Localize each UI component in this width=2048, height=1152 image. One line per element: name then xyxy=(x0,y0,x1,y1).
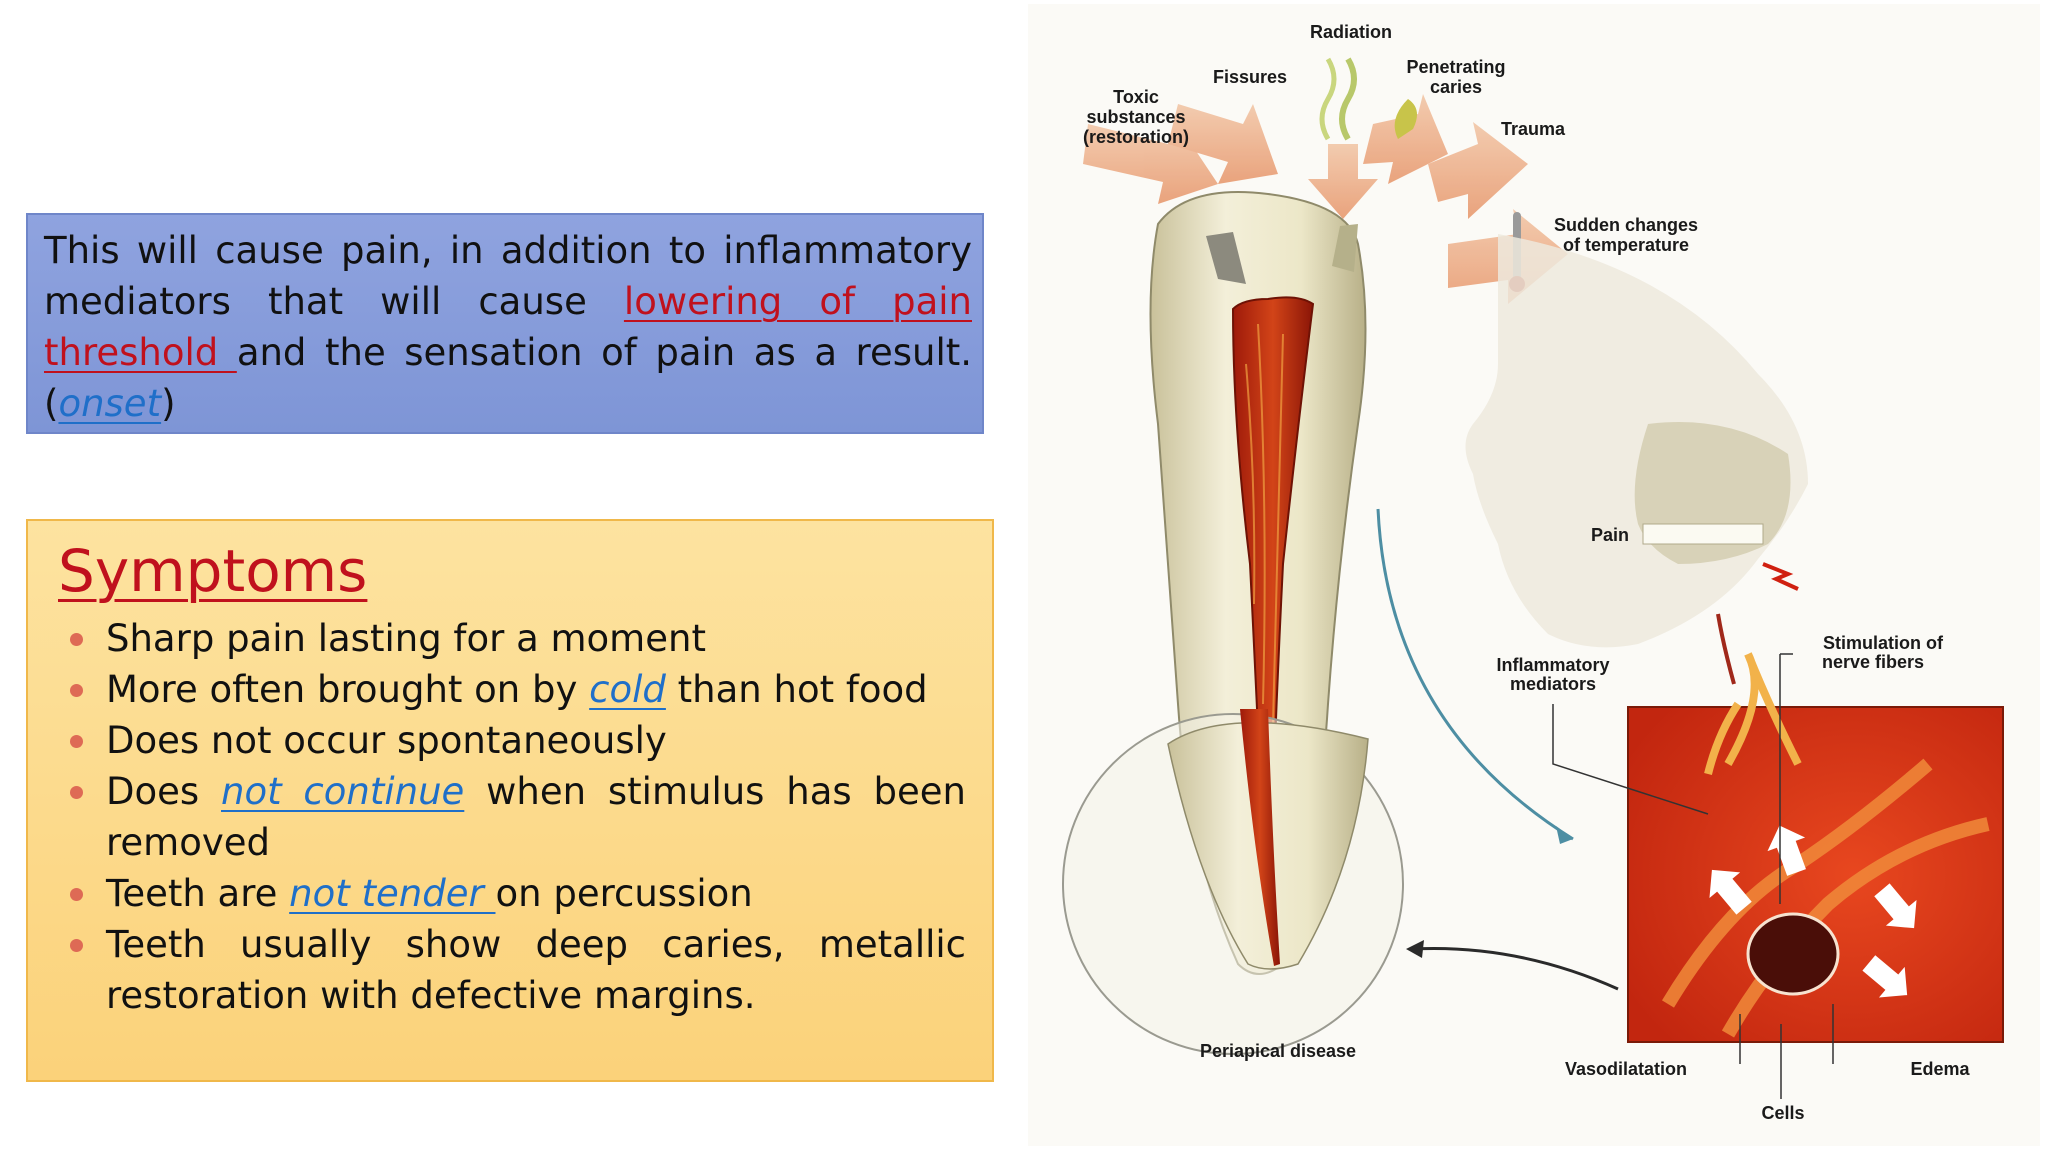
arrow-icon xyxy=(1874,883,1917,929)
caries-bacteria-icon xyxy=(1394,99,1417,139)
label-periapical: Periapical disease xyxy=(1200,1041,1356,1061)
label-stimulation-2: nerve fibers xyxy=(1822,652,1924,672)
intro-middle: and the sensation of pain as a result.( xyxy=(44,331,972,425)
teeth-row-icon xyxy=(1642,523,1764,545)
symptom-item: More often brought on by cold than hot f… xyxy=(56,664,966,715)
symptom-item: Does not continue when stimulus has been… xyxy=(56,766,966,868)
label-vasodilatation: Vasodilatation xyxy=(1565,1059,1687,1079)
arrow-icon xyxy=(1767,825,1806,876)
symptom-text: Teeth are xyxy=(106,872,290,915)
intro-box: This will cause pain, in addition to inf… xyxy=(26,213,984,434)
trauma-arrow xyxy=(1428,122,1528,219)
label-temperature-2: of temperature xyxy=(1563,235,1689,255)
leader-line xyxy=(1552,704,1709,815)
arrowhead-icon xyxy=(1406,940,1424,958)
radiation-wave-icon xyxy=(1319,57,1337,141)
symptom-text: when stimulus has been removed xyxy=(106,770,966,864)
label-cells: Cells xyxy=(1761,1103,1804,1123)
label-toxic-2: substances xyxy=(1086,107,1185,127)
label-fissures: Fissures xyxy=(1213,67,1287,87)
symptoms-box: Symptoms Sharp pain lasting for a moment… xyxy=(26,519,994,1082)
bullet-icon xyxy=(70,633,83,646)
label-penetrating-1: Penetrating xyxy=(1406,57,1505,77)
leader-line xyxy=(1779,653,1793,904)
crown-cavity xyxy=(1206,232,1246,284)
figure-labels: Radiation Fissures Penetrating caries To… xyxy=(1083,22,1971,1123)
nerve-fiber xyxy=(1704,652,1802,775)
not-tender-link[interactable]: not tender xyxy=(289,872,496,915)
outflow-arrows xyxy=(1709,825,1917,998)
symptoms-title: Symptoms xyxy=(58,537,368,605)
label-pain: Pain xyxy=(1591,525,1629,545)
symptom-item: Sharp pain lasting for a moment xyxy=(56,613,966,664)
symptom-item: Teeth are not tender on percussion xyxy=(56,868,966,919)
symptom-text: Sharp pain lasting for a moment xyxy=(106,617,706,660)
label-trauma: Trauma xyxy=(1501,119,1566,139)
root-canal xyxy=(1240,709,1280,966)
label-mediators-2: mediators xyxy=(1510,674,1596,694)
symptom-item: Teeth usually show deep caries, metallic… xyxy=(56,919,966,1021)
symptom-text: More often brought on by xyxy=(106,668,590,711)
radiation-wave-icon xyxy=(1339,57,1357,141)
bullet-icon xyxy=(70,786,83,799)
bullet-icon xyxy=(70,888,83,901)
arrowhead-icon xyxy=(1556,826,1573,844)
arrow-icon xyxy=(1709,869,1752,915)
caries-arrow xyxy=(1363,94,1448,184)
leader-lines xyxy=(1552,653,1834,1099)
radiation-arrow xyxy=(1308,144,1378,219)
pain-threshold-highlight: lowering of pain threshold xyxy=(44,280,972,374)
arrow-icon xyxy=(1862,955,1908,998)
pain-bolt-icon xyxy=(1762,562,1799,591)
intro-prefix: This will cause pain, in addition to inf… xyxy=(44,229,972,323)
symptoms-list: Sharp pain lasting for a moment More oft… xyxy=(56,613,966,1021)
symptom-item: Does not occur spontaneously xyxy=(56,715,966,766)
fissures-arrow xyxy=(1168,104,1278,184)
to-apex-arrow xyxy=(1412,947,1619,991)
label-penetrating-2: caries xyxy=(1430,77,1482,97)
label-mediators-1: Inflammatory xyxy=(1496,655,1609,675)
to-tissue-arrow xyxy=(1376,508,1574,841)
label-edema: Edema xyxy=(1910,1059,1970,1079)
label-stimulation-1: Stimulation of xyxy=(1823,633,1944,653)
vessel-lumen xyxy=(1746,912,1840,996)
symptom-text: than hot food xyxy=(665,668,928,711)
pulp-nerves xyxy=(1245,323,1284,725)
label-toxic-1: Toxic xyxy=(1113,87,1159,107)
cold-link[interactable]: cold xyxy=(589,668,666,711)
bullet-icon xyxy=(70,735,83,748)
stimulus-arrows xyxy=(1083,94,1568,304)
label-temperature-1: Sudden changes xyxy=(1554,215,1698,235)
label-radiation: Radiation xyxy=(1310,22,1392,42)
intro-text: This will cause pain, in addition to inf… xyxy=(44,225,972,429)
crown-restoration xyxy=(1332,224,1358,272)
pulpitis-illustration: Radiation Fissures Penetrating caries To… xyxy=(1028,4,2040,1146)
intro-suffix: ) xyxy=(161,382,176,425)
onset-link[interactable]: onset xyxy=(58,382,162,425)
bullet-icon xyxy=(70,939,83,952)
inflamed-tissue-panel xyxy=(1627,706,2004,1043)
bullet-icon xyxy=(70,684,83,697)
symptom-text: Does xyxy=(106,770,221,813)
not-continue-link[interactable]: not continue xyxy=(221,770,465,813)
label-toxic-3: (restoration) xyxy=(1083,127,1189,147)
symptom-text: on percussion xyxy=(495,872,753,915)
symptom-text: Does not occur spontaneously xyxy=(106,719,667,762)
pain-signal-arrow xyxy=(1716,613,1736,685)
symptom-text: Teeth usually show deep caries, metallic… xyxy=(106,923,966,1017)
